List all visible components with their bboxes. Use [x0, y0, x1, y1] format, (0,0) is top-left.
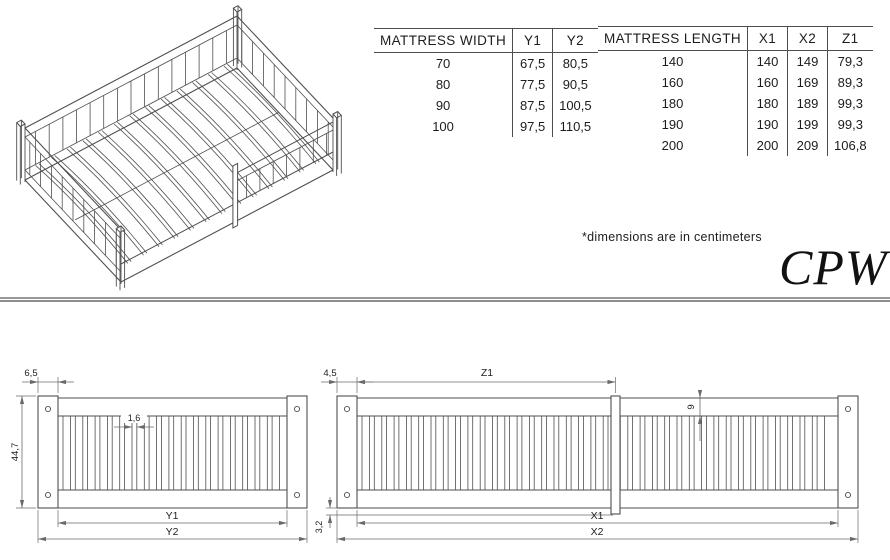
dim-side-X2: X2 [591, 526, 604, 538]
mattress-width-value: 87,5 [512, 95, 553, 116]
side-elevation-view [336, 395, 859, 515]
mattress-width-value: 100,5 [552, 95, 598, 116]
mattress-width-title: MATTRESS WIDTH [374, 28, 513, 53]
mattress-length-value: 209 [787, 135, 828, 156]
mattress-length-value: 99,3 [827, 114, 873, 135]
mattress-length-value: 200 [661, 138, 684, 153]
mattress-length-title: MATTRESS LENGTH [598, 26, 748, 51]
dim-front-slat-gap: 1,6 [128, 413, 141, 423]
mattress-length-value: 200 [747, 135, 788, 156]
dim-side-Z1: Z1 [481, 367, 493, 379]
mattress-width-value: 90 [435, 98, 451, 113]
isometric-bed-view [15, 5, 343, 291]
mattress-length-value: 89,3 [827, 72, 873, 93]
mattress-width-value: 80 [435, 77, 451, 92]
mattress-length-value: 190 [661, 117, 684, 132]
mattress-width-value: 77,5 [512, 74, 553, 95]
mattress-length-value: 106,8 [827, 135, 873, 156]
mattress-width-value: 80,5 [552, 52, 598, 74]
dim-front-post-width: 6,5 [24, 368, 37, 379]
mattress-length-value: 189 [787, 93, 828, 114]
mattress-width-col-y2: Y2 [552, 28, 598, 53]
dim-side-X1: X1 [591, 510, 604, 522]
mattress-width-value: 67,5 [512, 52, 553, 74]
mattress-length-value: 140 [661, 54, 684, 69]
mattress-length-value: 140 [747, 50, 788, 72]
mattress-width-value: 97,5 [512, 116, 553, 137]
brand-logo: CPW [779, 239, 888, 295]
mattress-width-value: 110,5 [552, 116, 598, 137]
mattress-length-value: 99,3 [827, 93, 873, 114]
mattress-length-value: 190 [747, 114, 788, 135]
mattress-width-value: 100 [432, 119, 454, 134]
dim-side-rail-height: 9 [686, 404, 697, 409]
mattress-width-value: 70 [435, 56, 451, 71]
dim-front-Y2: Y2 [166, 526, 179, 538]
mattress-length-col-x1: X1 [747, 26, 788, 51]
mattress-length-value: 180 [661, 96, 684, 111]
mattress-length-value: 160 [661, 75, 684, 90]
mattress-width-value: 90,5 [552, 74, 598, 95]
mattress-length-value: 160 [747, 72, 788, 93]
mattress-length-value: 149 [787, 50, 828, 72]
mattress-length-col-z1: Z1 [827, 26, 873, 51]
section-divider-line [0, 297, 890, 302]
mattress-length-value: 180 [747, 93, 788, 114]
dim-front-height: 44,7 [10, 443, 21, 462]
dim-side-post-width: 4,5 [323, 368, 336, 379]
mattress-length-value: 79,3 [827, 50, 873, 72]
dim-side-bottom-offset: 3,2 [314, 521, 324, 534]
dim-front-Y1: Y1 [166, 510, 179, 522]
mattress-length-value: 169 [787, 72, 828, 93]
mattress-length-col-x2: X2 [787, 26, 828, 51]
mattress-length-value: 199 [787, 114, 828, 135]
units-note: *dimensions are in centimeters [582, 230, 762, 244]
mattress-width-col-y1: Y1 [512, 28, 553, 53]
front-elevation-view [37, 395, 308, 509]
